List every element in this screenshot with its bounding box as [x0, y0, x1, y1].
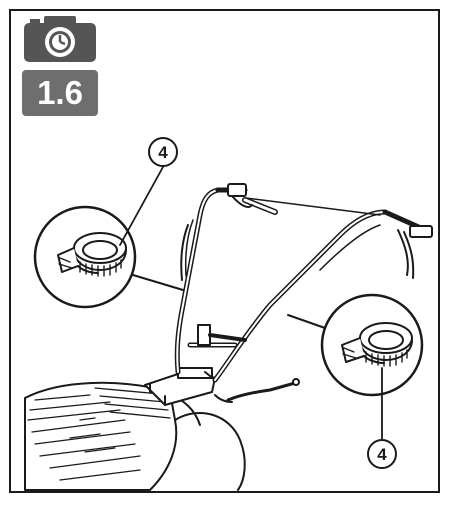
right-grip — [382, 209, 433, 279]
leader-line-right — [287, 314, 326, 329]
camera-icon — [24, 16, 96, 62]
callout-circle-bottom — [367, 439, 397, 469]
leader-line-left — [132, 274, 184, 291]
callout-circle-top — [148, 137, 178, 167]
handle-bracket — [144, 367, 216, 406]
callout-label-top: 4 — [158, 143, 168, 162]
hose-clamp-right — [341, 322, 413, 367]
machine-body — [24, 381, 246, 491]
hose-clamp-left — [57, 232, 127, 277]
left-grip — [215, 183, 278, 215]
callout-label-bottom: 4 — [377, 445, 387, 464]
step-badge: 1.6 — [22, 70, 98, 116]
zoom-circle-left — [33, 205, 137, 309]
